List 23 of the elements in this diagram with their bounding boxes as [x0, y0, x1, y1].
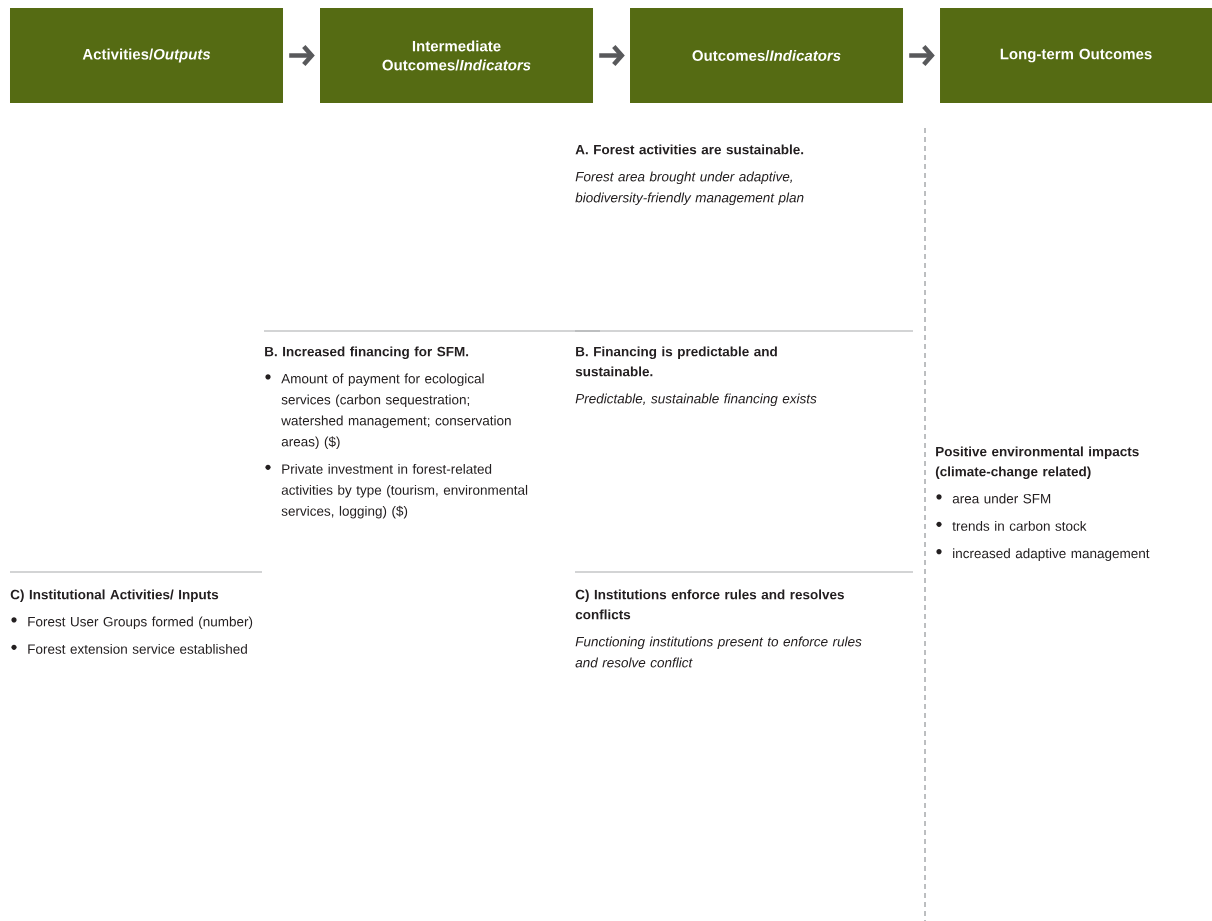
arrow: [599, 45, 625, 66]
heading-text: B. Financing is predictable and sustainable.: [575, 346, 777, 377]
heading-text: Positive environmental impacts (climate-change related): [935, 446, 1139, 480]
arrow: [289, 45, 315, 66]
heading-text: A. Forest activities are sustainable.: [575, 144, 804, 155]
bullet-item: Forest extension service established: [28, 643, 247, 654]
indicator-text: Functioning institutions present to enforce rules and resolve conflict: [575, 636, 862, 668]
header-box: Outcomes/Indicators: [630, 8, 903, 103]
indicator-text: Forest area brought under adaptive, biodiversity-friendly management plan: [575, 171, 804, 206]
bullet-item: Amount of payment for ecological services (carbon sequestration; watershed management; conservation areas) ($): [281, 373, 511, 450]
heading-text: C) Institutions enforce rules and resolves conflicts: [575, 589, 844, 620]
bullet-item: trends in carbon stock: [952, 520, 1087, 531]
heading-text: B. Increased financing for SFM.: [265, 346, 469, 360]
indicator-text: Predictable, sustainable financing exists: [575, 393, 817, 407]
bullet-item: increased adaptive management: [953, 548, 1150, 561]
header-box: Intermediate Outcomes/Indicators: [320, 8, 593, 103]
arrow: [909, 45, 935, 66]
bullet-item: Forest User Groups formed (number): [28, 616, 253, 630]
bullet-item: Private investment in forest-related activities by type (tourism, environmental services, logging) ($): [281, 463, 528, 519]
header-box: Activities/Outputs: [10, 8, 283, 103]
header-box: Long-term Outcomes: [940, 8, 1212, 103]
heading-text: C) Institutional Activities/ Inputs: [10, 589, 219, 602]
bullet-item: area under SFM: [952, 493, 1051, 504]
